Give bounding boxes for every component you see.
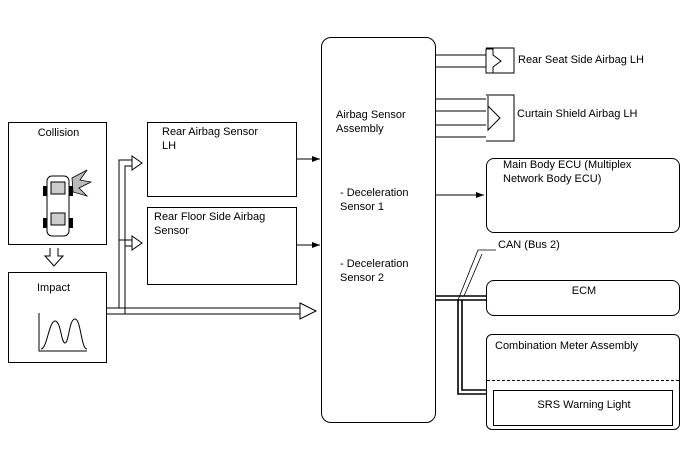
vehicle-collision-icon: [43, 169, 93, 237]
deceleration-sensor-1-label: - Deceleration Sensor 1: [340, 187, 409, 213]
rear-floor-sensor-label: Rear Floor Side Airbag Sensor: [154, 211, 266, 237]
airbag-sensor-assembly-block: Airbag Sensor Assembly - Deceleration Se…: [321, 37, 436, 423]
combination-meter-block: Combination Meter Assembly SRS Warning L…: [486, 334, 680, 430]
curtain-airbag-label: Curtain Shield Airbag LH: [517, 108, 638, 120]
rear-floor-sensor-block: Rear Floor Side Airbag Sensor: [147, 207, 297, 285]
ecm-label: ECM: [571, 285, 597, 297]
collision-block: Collision: [8, 122, 107, 245]
srs-warning-light-block: SRS Warning Light: [493, 390, 673, 426]
main-body-ecu-block: Main Body ECU (Multiplex Network Body EC…: [486, 158, 680, 233]
collision-label: Collision: [37, 127, 80, 139]
impact-label: Impact: [37, 282, 71, 294]
rear-seat-airbag-label: Rear Seat Side Airbag LH: [518, 54, 644, 66]
deceleration-sensor-2-label: - Deceleration Sensor 2: [340, 258, 409, 284]
main-body-ecu-label: Main Body ECU (Multiplex Network Body EC…: [503, 159, 632, 185]
meter-divider: [487, 380, 679, 381]
impact-block: Impact: [8, 272, 107, 363]
rear-airbag-sensor-block: Rear Airbag Sensor LH: [147, 122, 297, 197]
assembly-title: Airbag Sensor Assembly: [336, 109, 406, 135]
impact-waveform-icon: [38, 313, 88, 352]
ecm-block: ECM: [486, 280, 680, 316]
combination-meter-label: Combination Meter Assembly: [495, 340, 639, 352]
srs-warning-light-label: SRS Warning Light: [537, 399, 631, 411]
can-bus-label: CAN (Bus 2): [498, 239, 560, 251]
rear-airbag-sensor-label: Rear Airbag Sensor LH: [162, 126, 258, 152]
